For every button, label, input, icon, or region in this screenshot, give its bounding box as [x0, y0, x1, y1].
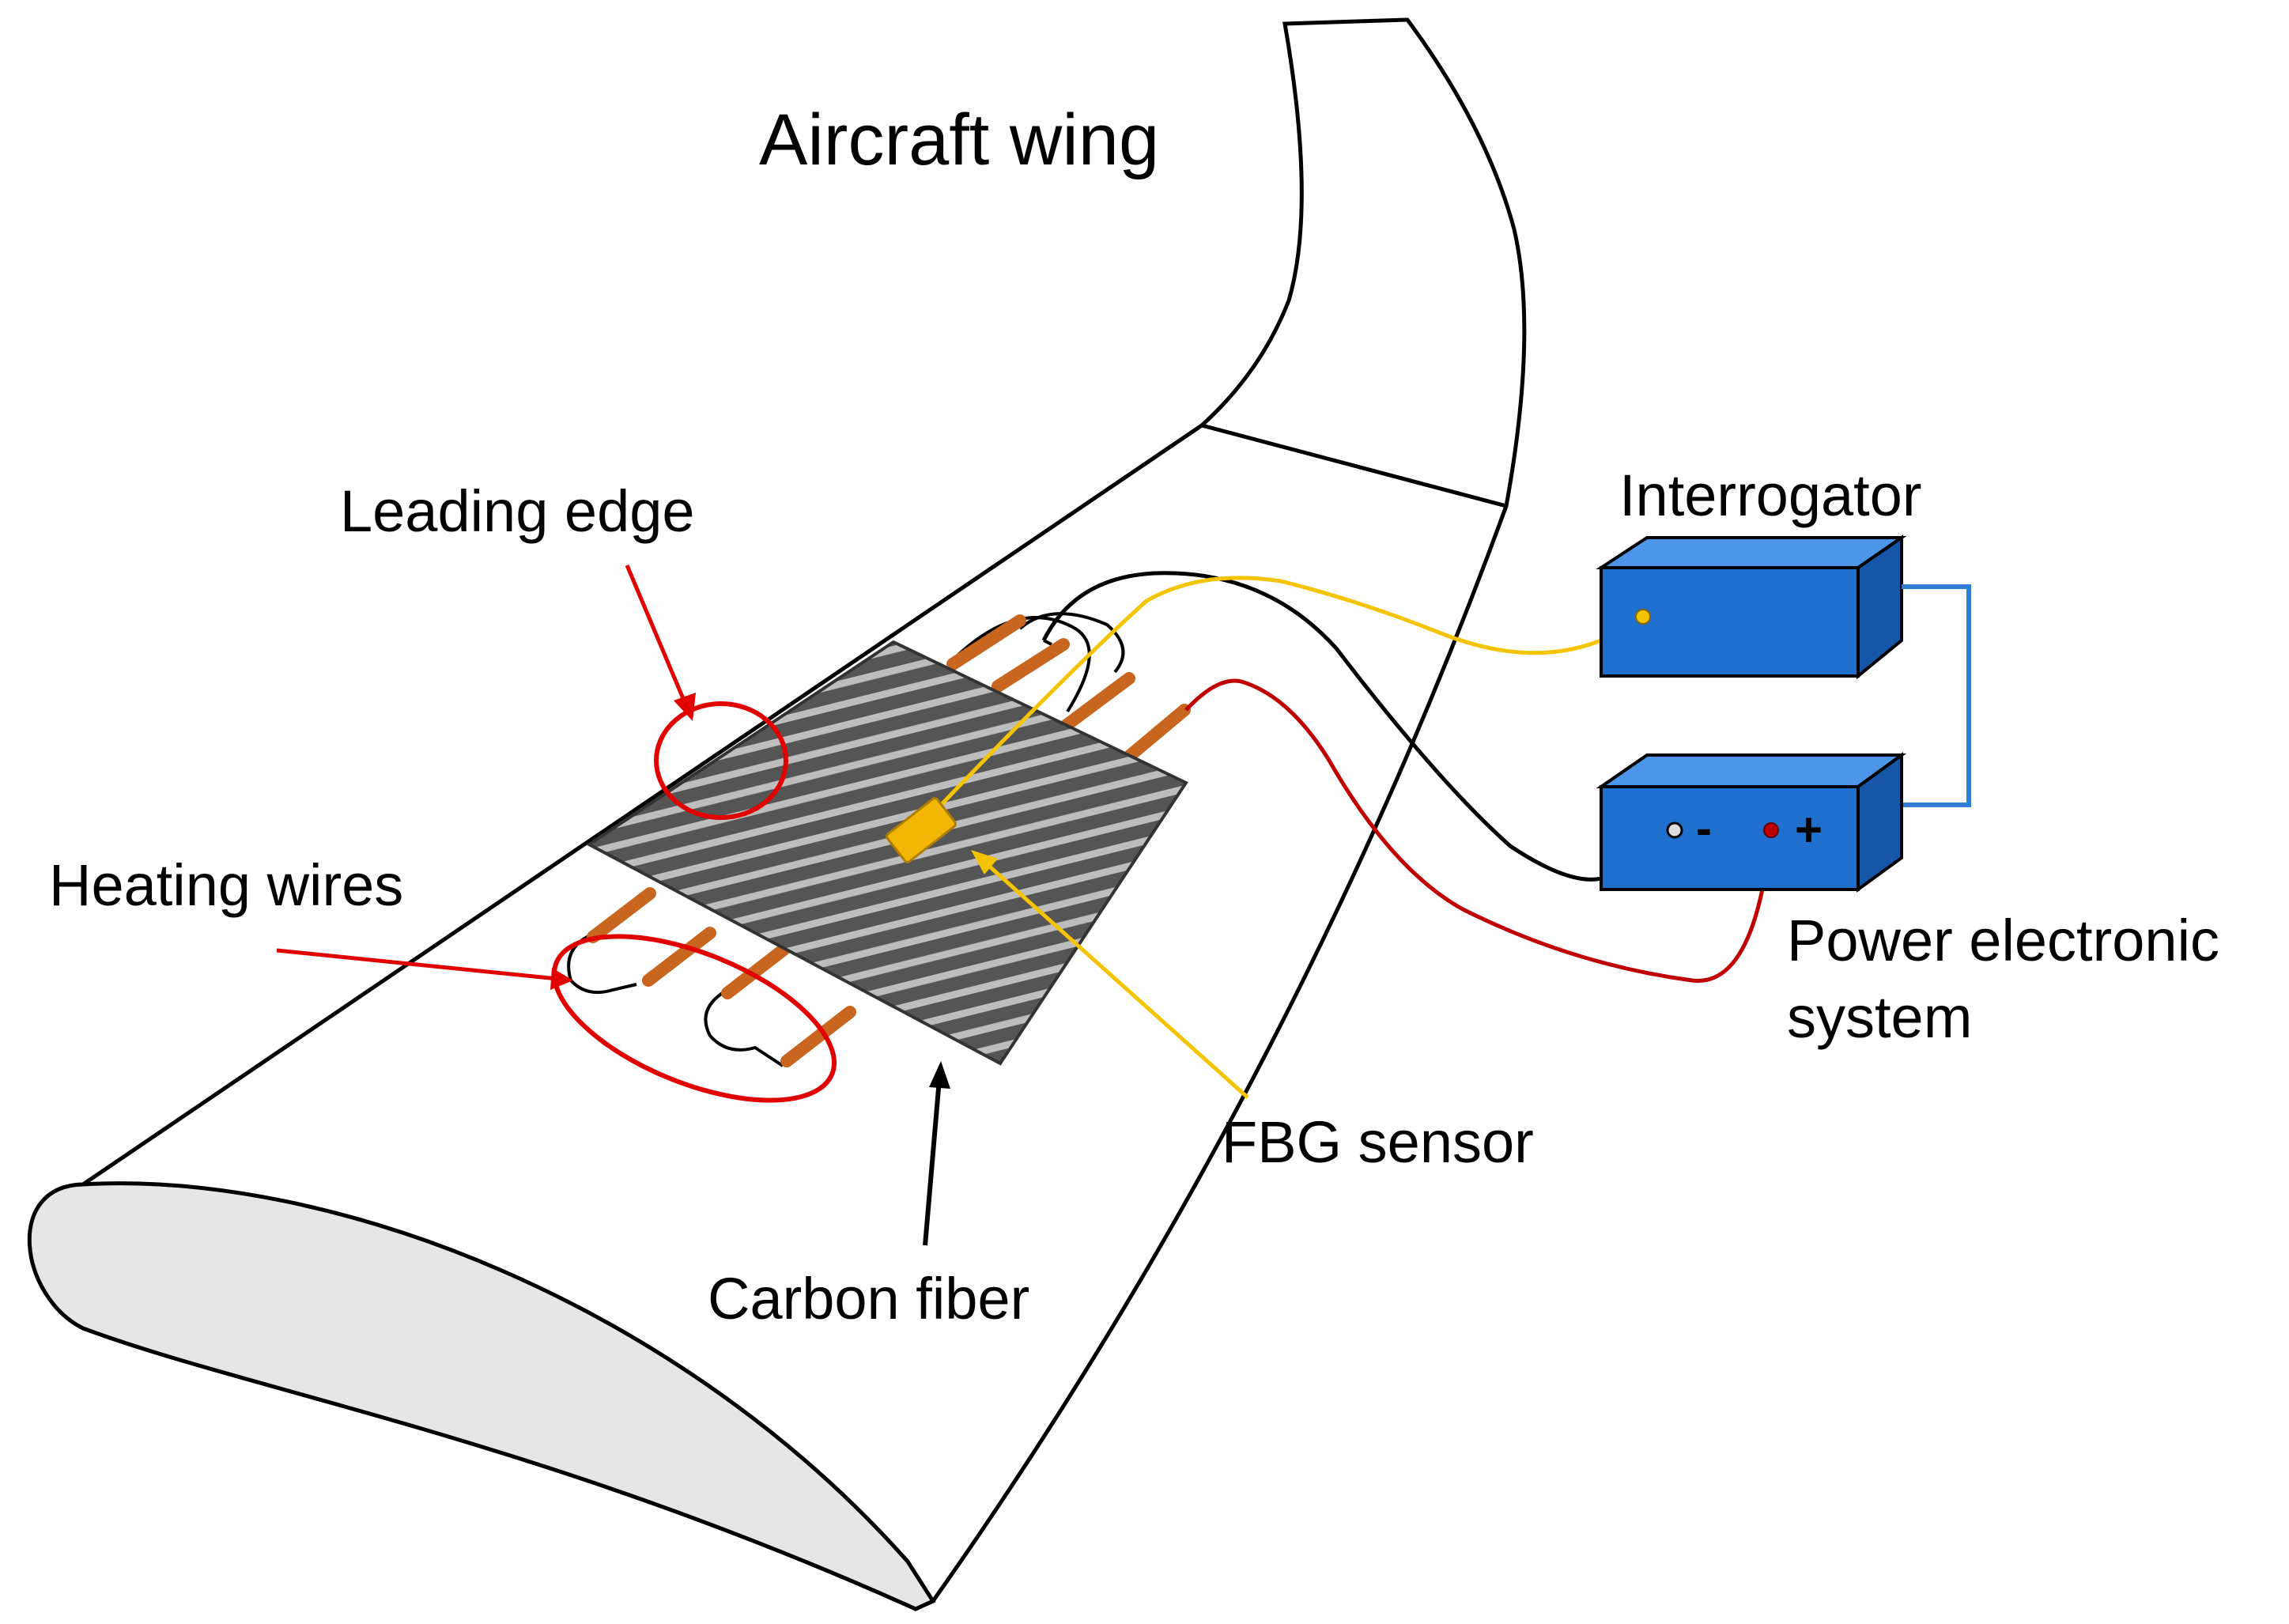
heating-wire [946, 614, 1026, 670]
airfoil-root [27, 1181, 936, 1611]
heating-wires-arrow [276, 948, 573, 990]
leading-edge-highlight [654, 701, 788, 820]
label-leading-edge: Leading edge [340, 478, 695, 544]
power-box: - + [1596, 752, 1907, 893]
carbon-fiber-arrow [923, 1061, 950, 1246]
wingtip-divider [1201, 423, 1507, 508]
diagram-title: Aircraft wing [759, 100, 1159, 180]
interrogator-top [1596, 536, 1907, 569]
heating-wire [1115, 704, 1191, 769]
fbg-sensor-arrow [971, 850, 1249, 1099]
negative-terminal-icon [1666, 821, 1683, 839]
label-heating-wires: Heating wires [49, 852, 403, 918]
leading-edge-arrow [625, 565, 696, 721]
heating-wire-loop [1018, 612, 1125, 674]
label-interrogator: Interrogator [1619, 463, 1922, 528]
carbon-fiber-patch [586, 640, 1188, 1066]
positive-terminal-icon [1763, 822, 1779, 838]
label-power-line2: system [1787, 984, 1972, 1050]
label-power-line1: Power electronic [1787, 908, 2219, 973]
power-box-front [1600, 785, 1860, 891]
heating-wire [721, 941, 793, 999]
fiber-port-icon [1635, 609, 1651, 625]
heating-wire [642, 927, 716, 987]
heating-wire-loop [704, 988, 784, 1067]
heating-wires-highlight [552, 934, 837, 1103]
minus-sign: - [1696, 802, 1712, 855]
power-wire [1184, 678, 1773, 983]
heating-wire [780, 1006, 856, 1067]
optical-fiber [909, 576, 1645, 838]
label-carbon-fiber: Carbon fiber [708, 1266, 1029, 1331]
fbg-sensor-icon [886, 797, 957, 863]
power-box-top [1596, 753, 1907, 788]
heating-wire [992, 638, 1070, 693]
label-fbg-sensor: FBG sensor [1222, 1109, 1534, 1175]
box-link [1902, 584, 1971, 807]
heating-wire [587, 887, 656, 943]
heating-wires-group [567, 612, 1191, 1067]
interrogator-box [1596, 534, 1907, 680]
heating-wire [1057, 672, 1135, 734]
plus-sign: + [1795, 803, 1823, 856]
